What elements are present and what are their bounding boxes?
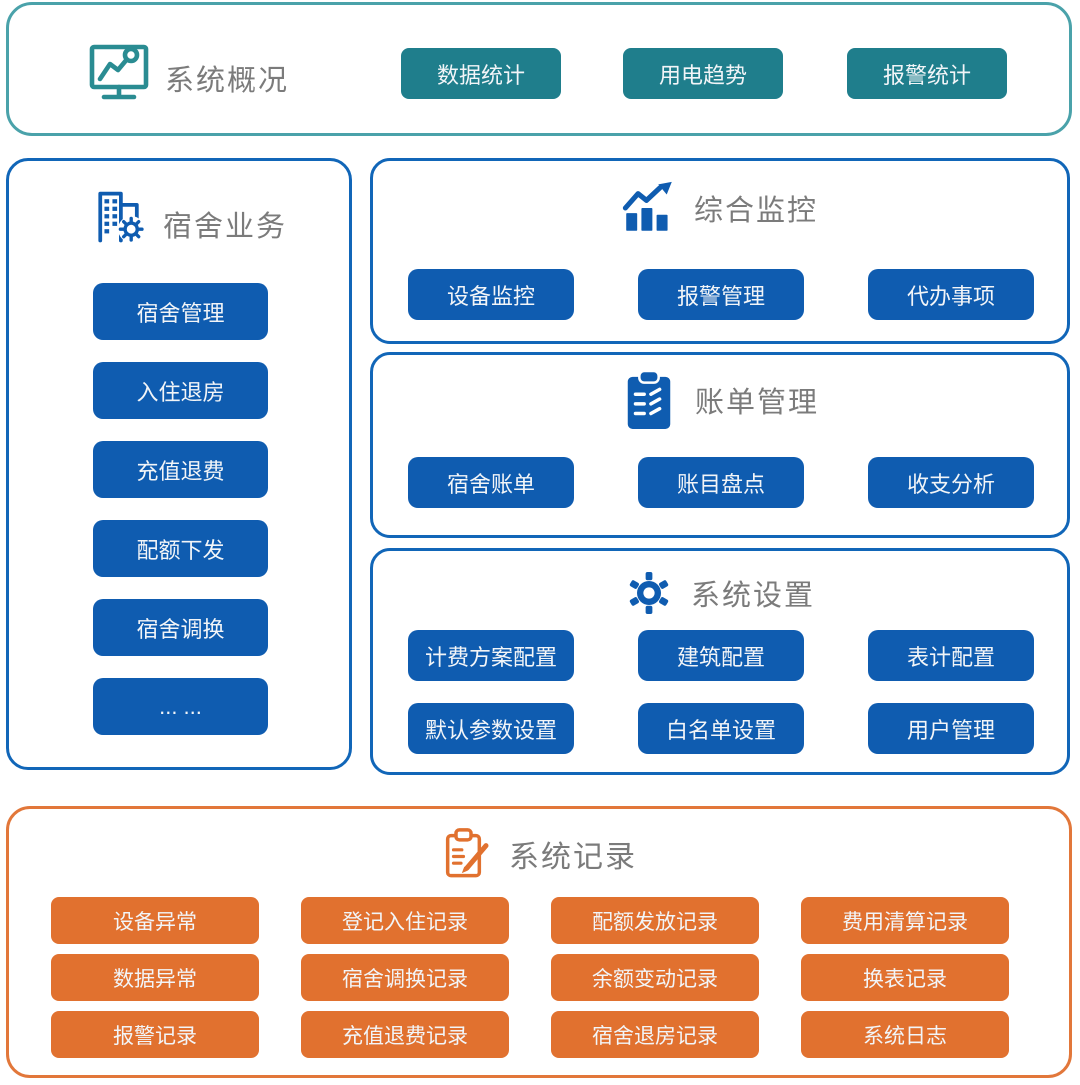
overview-title: 系统概况: [165, 65, 290, 97]
whitelist-config-button[interactable]: 白名单设置: [638, 703, 804, 754]
monitoring-panel: 综合监控 设备监控 报警管理 代办事项: [370, 158, 1070, 344]
gear-icon: [625, 569, 673, 617]
monitor-chart-icon: [87, 39, 151, 103]
account-inventory-button[interactable]: 账目盘点: [638, 457, 804, 508]
records-panel: 系统记录 设备异常 登记入住记录 配额发放记录 费用清算记录 数据异常 宿舍调换…: [6, 806, 1072, 1078]
alarm-record-button[interactable]: 报警记录: [51, 1011, 259, 1058]
settings-panel: 系统设置 计费方案配置 建筑配置 表计配置 默认参数设置 白名单设置 用户管理: [370, 548, 1070, 775]
checkin-record-button[interactable]: 登记入住记录: [301, 897, 509, 944]
default-params-button[interactable]: 默认参数设置: [408, 703, 574, 754]
dorm-business-title: 宿舍业务: [163, 211, 288, 243]
dorm-swap-button[interactable]: 宿舍调换: [93, 599, 268, 656]
income-expense-analysis-button[interactable]: 收支分析: [868, 457, 1034, 508]
balance-change-record-button[interactable]: 余额变动记录: [551, 954, 759, 1001]
dorm-management-button[interactable]: 宿舍管理: [93, 283, 268, 340]
todo-items-button[interactable]: 代办事项: [868, 269, 1034, 320]
fee-settlement-record-button[interactable]: 费用清算记录: [801, 897, 1009, 944]
clipboard-checklist-icon: [621, 369, 677, 431]
billing-title: 账单管理: [694, 387, 819, 419]
checkin-checkout-button[interactable]: 入住退房: [93, 362, 268, 419]
dorm-swap-record-button[interactable]: 宿舍调换记录: [301, 954, 509, 1001]
data-abnormal-button[interactable]: 数据异常: [51, 954, 259, 1001]
meter-config-button[interactable]: 表计配置: [868, 630, 1034, 681]
settings-title: 系统设置: [690, 580, 815, 612]
clipboard-pencil-icon: [441, 825, 491, 883]
alarm-management-button[interactable]: 报警管理: [638, 269, 804, 320]
recharge-refund-record-button[interactable]: 充值退费记录: [301, 1011, 509, 1058]
alarm-stats-button[interactable]: 报警统计: [847, 48, 1007, 99]
user-management-button[interactable]: 用户管理: [868, 703, 1034, 754]
recharge-refund-button[interactable]: 充值退费: [93, 441, 268, 498]
dorm-business-panel: 宿舍业务 宿舍管理 入住退房 充值退费 配额下发 宿舍调换 ... ...: [6, 158, 352, 770]
billing-scheme-config-button[interactable]: 计费方案配置: [408, 630, 574, 681]
bar-chart-arrow-icon: [622, 181, 676, 235]
device-monitor-button[interactable]: 设备监控: [408, 269, 574, 320]
overview-panel: 系统概况 数据统计 用电趋势 报警统计: [6, 2, 1072, 136]
checkout-record-button[interactable]: 宿舍退房记录: [551, 1011, 759, 1058]
more-button[interactable]: ... ...: [93, 678, 268, 735]
records-title: 系统记录: [509, 841, 637, 874]
dorm-bill-button[interactable]: 宿舍账单: [408, 457, 574, 508]
building-config-button[interactable]: 建筑配置: [638, 630, 804, 681]
power-trend-button[interactable]: 用电趋势: [623, 48, 783, 99]
billing-panel: 账单管理 宿舍账单 账目盘点 收支分析: [370, 352, 1070, 538]
device-abnormal-button[interactable]: 设备异常: [51, 897, 259, 944]
meter-replace-record-button[interactable]: 换表记录: [801, 954, 1009, 1001]
data-stats-button[interactable]: 数据统计: [401, 48, 561, 99]
monitoring-title: 综合监控: [693, 195, 818, 227]
building-gear-icon: [89, 187, 149, 247]
records-grid: 设备异常 登记入住记录 配额发放记录 费用清算记录 数据异常 宿舍调换记录 余额…: [51, 897, 1009, 1058]
system-log-button[interactable]: 系统日志: [801, 1011, 1009, 1058]
quota-issue-button[interactable]: 配额下发: [93, 520, 268, 577]
quota-issue-record-button[interactable]: 配额发放记录: [551, 897, 759, 944]
